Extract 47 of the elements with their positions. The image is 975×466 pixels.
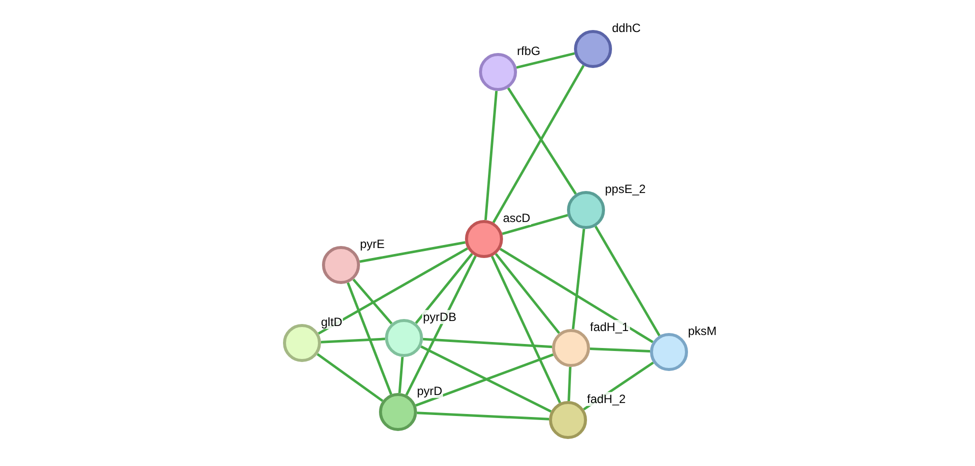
edge-line — [590, 348, 650, 352]
node-label: pyrE — [359, 237, 386, 251]
protein-node — [283, 324, 321, 362]
edge-line — [320, 338, 386, 344]
protein-node — [567, 191, 605, 229]
edge-line — [416, 412, 550, 420]
edge-line — [398, 356, 404, 394]
node-label: ppsE_2 — [604, 182, 647, 196]
edge-line — [352, 278, 393, 324]
edge-line — [422, 338, 552, 348]
protein-node — [650, 333, 688, 371]
protein-node — [552, 329, 590, 367]
node-label: fadH_1 — [589, 320, 630, 334]
edge-line — [405, 255, 477, 396]
node-label: pyrDB — [422, 310, 458, 324]
protein-node — [465, 220, 503, 258]
edge-line — [484, 90, 498, 220]
protein-node — [322, 246, 360, 284]
protein-node — [479, 53, 517, 91]
node-label: pyrD — [416, 384, 444, 398]
node-label: rfbG — [516, 44, 542, 58]
edge-line — [572, 228, 586, 330]
node-label: ddhC — [611, 21, 642, 35]
protein-node — [385, 319, 423, 357]
edge-line — [494, 253, 560, 334]
edge-line — [507, 87, 577, 195]
edge-line — [568, 366, 572, 402]
node-label: gltD — [320, 315, 344, 329]
edge-line — [420, 345, 552, 413]
edge-line — [500, 248, 654, 344]
edge-line — [414, 253, 474, 324]
node-label: fadH_2 — [586, 392, 627, 406]
edge-line — [594, 226, 660, 336]
edge-line — [346, 282, 392, 395]
edge-line — [359, 241, 466, 263]
node-label: pksM — [687, 324, 718, 338]
edge-line — [492, 64, 585, 224]
edge-line — [502, 214, 568, 235]
edge-line — [316, 353, 384, 402]
edge-line — [415, 353, 554, 407]
edge-line — [318, 247, 468, 335]
protein-node — [549, 401, 587, 439]
protein-node — [574, 30, 612, 68]
node-label: ascD — [502, 211, 532, 225]
protein-node — [379, 393, 417, 431]
edge-line — [490, 256, 562, 404]
edge-line — [516, 52, 575, 69]
